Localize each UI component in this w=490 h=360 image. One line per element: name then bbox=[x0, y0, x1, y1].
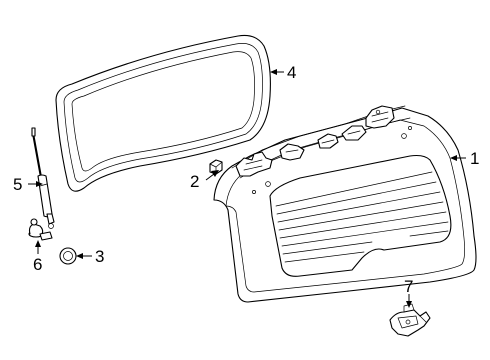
latch-actuator bbox=[389, 303, 431, 337]
callout-6: 6 bbox=[33, 255, 42, 274]
callout-1: 1 bbox=[470, 149, 479, 168]
leader-5 bbox=[28, 181, 43, 187]
callout-7: 7 bbox=[404, 277, 413, 296]
leader-6 bbox=[35, 240, 41, 254]
lift-support-strut bbox=[31, 127, 55, 229]
leader-4 bbox=[270, 69, 284, 75]
callout-4: 4 bbox=[287, 63, 296, 82]
ball-stud bbox=[28, 218, 53, 241]
hinge-bracket-center-left bbox=[279, 143, 305, 161]
hinge-bracket-right bbox=[365, 105, 395, 129]
leader-7 bbox=[406, 294, 412, 308]
hinge-bracket-center-right bbox=[341, 125, 367, 141]
leader-2 bbox=[205, 170, 219, 181]
leader-3 bbox=[76, 253, 92, 259]
callout-2: 2 bbox=[190, 172, 199, 191]
callout-3: 3 bbox=[95, 247, 104, 266]
callout-5: 5 bbox=[13, 175, 22, 194]
hinge-bracket-center bbox=[317, 133, 339, 149]
hinge-bracket-left bbox=[235, 151, 273, 177]
bumper-grommet bbox=[59, 247, 77, 265]
weatherstrip-seal bbox=[55, 34, 271, 192]
leader-1 bbox=[450, 155, 466, 161]
